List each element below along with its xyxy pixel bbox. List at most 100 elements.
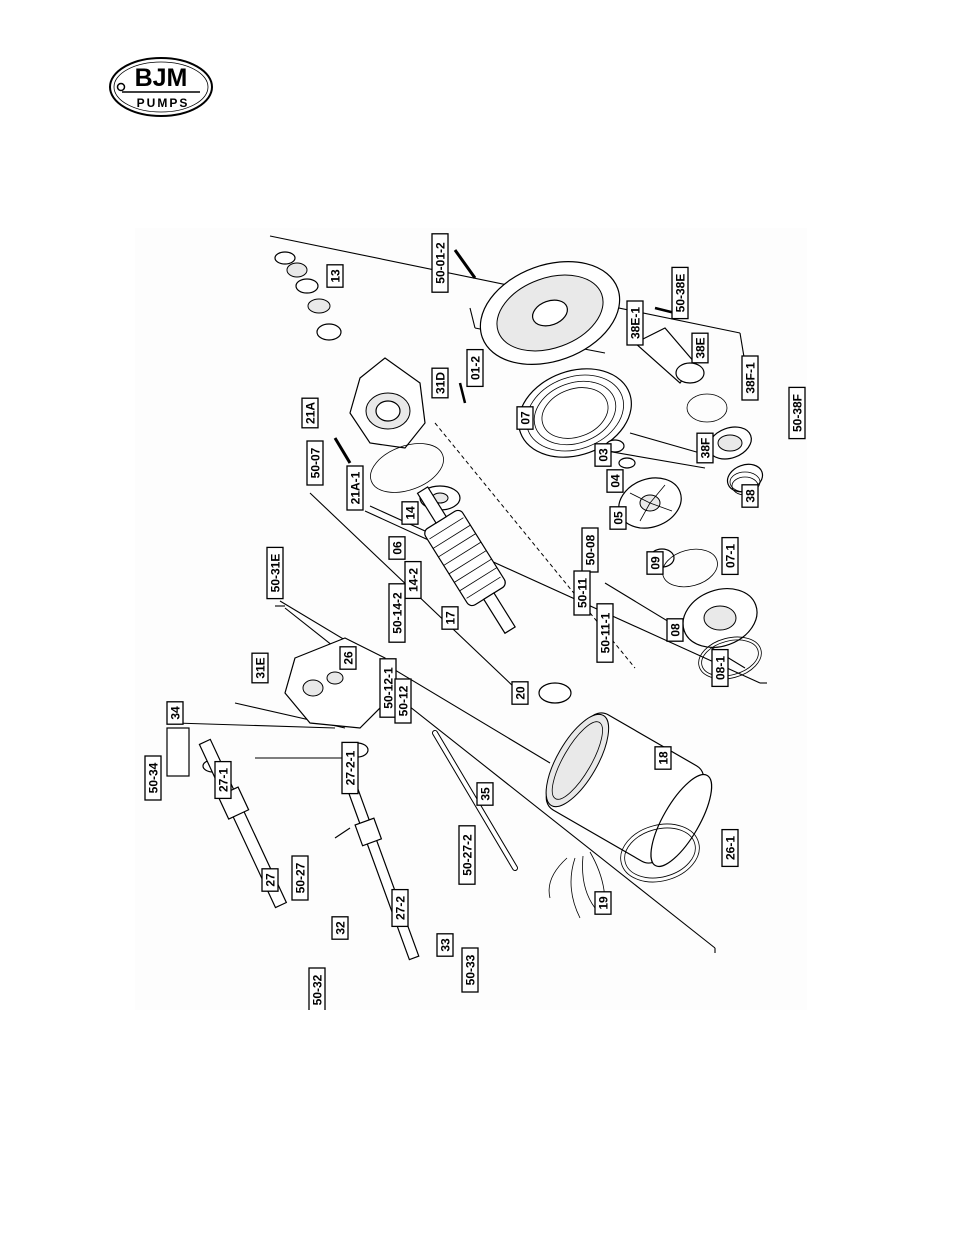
- part-label-text: 13: [329, 269, 343, 283]
- part-label-05: 05: [610, 507, 626, 529]
- part-label-text: 38E: [694, 337, 708, 358]
- part-label-21a-1: 21A-1: [347, 466, 363, 510]
- part-label-text: 38E-1: [629, 307, 643, 339]
- part-label-50-27-2: 50-27-2: [459, 826, 475, 884]
- part-label-text: 19: [597, 896, 611, 910]
- part-label-31e: 31E: [252, 653, 268, 683]
- part-label-07: 07: [517, 407, 533, 429]
- part-label-text: 50-33: [464, 954, 478, 985]
- part-label-text: 50-34: [147, 762, 161, 793]
- part-label-text: 50-14-2: [391, 592, 405, 634]
- part-label-14-2: 14-2: [405, 562, 421, 599]
- part-label-text: 50-11: [576, 578, 590, 608]
- part-label-text: 21A-1: [349, 471, 363, 504]
- part-label-50-11-1: 50-11-1: [597, 604, 613, 662]
- part-label-50-38e: 50-38E: [672, 267, 688, 318]
- part-label-01-2: 01-2: [467, 350, 483, 387]
- part-label-text: 38F-1: [744, 362, 758, 394]
- part-label-text: 50-27: [294, 862, 308, 893]
- part-label-text: 21A: [304, 402, 318, 424]
- part-label-03: 03: [595, 444, 611, 466]
- part-label-text: 50-38E: [674, 274, 688, 313]
- part-label-text: 18: [657, 751, 671, 765]
- part-label-27-1: 27-1: [215, 762, 231, 799]
- part-label-50-07: 50-07: [307, 441, 323, 485]
- part-label-38e-1: 38E-1: [627, 301, 643, 345]
- part-label-08: 08: [667, 619, 683, 641]
- part-label-text: 31D: [434, 372, 448, 394]
- part-label-text: 14: [404, 506, 418, 520]
- part-label-21a: 21A: [302, 398, 318, 428]
- part-label-text: 50-08: [584, 534, 598, 565]
- part-label-38f: 38F: [697, 433, 713, 463]
- part-label-text: 08: [669, 623, 683, 637]
- part-label-text: 27-2-1: [344, 750, 358, 785]
- part-label-06: 06: [389, 537, 405, 559]
- part-label-27: 27: [262, 869, 278, 891]
- part-label-09: 09: [647, 552, 663, 574]
- part-label-text: 26: [342, 651, 356, 665]
- part-label-text: 05: [612, 511, 626, 525]
- logo-bottom-text: PUMPS: [137, 96, 190, 110]
- part-label-50-27: 50-27: [292, 856, 308, 900]
- part-label-text: 35: [479, 787, 493, 801]
- part-label-17: 17: [442, 607, 458, 629]
- part-label-18: 18: [655, 747, 671, 769]
- part-label-text: 03: [597, 448, 611, 462]
- part-label-50-38f: 50-38F: [789, 387, 805, 438]
- part-label-text: 50-01-2: [434, 242, 448, 284]
- part-label-text: 26-1: [724, 836, 738, 860]
- part-label-26-1: 26-1: [722, 830, 738, 867]
- part-label-text: 07: [519, 411, 533, 425]
- part-label-50-33: 50-33: [462, 948, 478, 992]
- part-label-38e: 38E: [692, 333, 708, 363]
- part-label-text: 50-32: [311, 974, 325, 1005]
- part-label-14: 14: [402, 502, 418, 524]
- part-label-04: 04: [607, 470, 623, 492]
- part-label-08-1: 08-1: [712, 650, 728, 687]
- part-label-text: 17: [444, 611, 458, 625]
- bjm-pumps-logo: BJM PUMPS: [108, 56, 214, 118]
- part-label-text: 27: [264, 873, 278, 887]
- part-label-13: 13: [327, 265, 343, 287]
- part-label-text: 50-27-2: [461, 834, 475, 876]
- part-label-text: 50-38F: [791, 394, 805, 432]
- part-label-text: 50-12-1: [382, 667, 396, 709]
- part-label-19: 19: [595, 892, 611, 914]
- part-label-text: 50-11-1: [599, 612, 613, 653]
- part-label-text: 34: [169, 706, 183, 720]
- part-label-50-12-1: 50-12-1: [380, 659, 396, 717]
- part-label-50-11: 50-11: [574, 571, 590, 615]
- part-label-text: 08-1: [714, 656, 728, 680]
- part-label-text: 50-31E: [269, 554, 283, 593]
- part-label-50-12: 50-12: [395, 679, 411, 723]
- part-label-text: 09: [649, 556, 663, 570]
- part-label-34: 34: [167, 702, 183, 724]
- part-label-text: 38F: [699, 438, 713, 459]
- part-label-text: 20: [514, 686, 528, 700]
- part-label-text: 06: [391, 541, 405, 555]
- part-label-text: 33: [439, 938, 453, 952]
- part-label-text: 07-1: [724, 544, 738, 568]
- part-label-text: 50-12: [397, 685, 411, 716]
- part-label-33: 33: [437, 934, 453, 956]
- part-label-31d: 31D: [432, 368, 448, 398]
- part-label-50-31e: 50-31E: [267, 547, 283, 598]
- part-label-20: 20: [512, 682, 528, 704]
- part-label-text: 38: [744, 489, 758, 503]
- part-label-50-32: 50-32: [309, 968, 325, 1010]
- part-label-text: 32: [334, 921, 348, 935]
- part-label-38f-1: 38F-1: [742, 356, 758, 400]
- part-label-text: 27-1: [217, 768, 231, 792]
- part-label-text: 50-07: [309, 447, 323, 478]
- part-label-26: 26: [340, 647, 356, 669]
- part-label-38: 38: [742, 485, 758, 507]
- part-label-35: 35: [477, 783, 493, 805]
- part-label-text: 31E: [254, 657, 268, 678]
- part-label-27-2: 27-2: [392, 890, 408, 927]
- part-label-27-2-1: 27-2-1: [342, 742, 358, 793]
- part-label-50-34: 50-34: [145, 756, 161, 800]
- part-label-text: 01-2: [469, 356, 483, 380]
- part-label-text: 04: [609, 474, 623, 488]
- part-label-50-01-2: 50-01-2: [432, 234, 448, 292]
